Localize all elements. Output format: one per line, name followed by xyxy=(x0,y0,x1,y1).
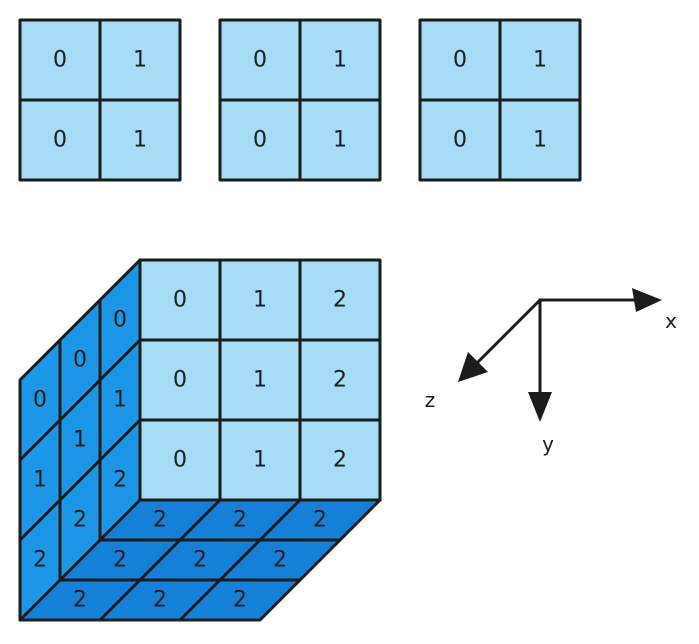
small-grid-1: 0 1 0 1 xyxy=(18,18,182,182)
z-axis-label: z xyxy=(425,388,436,412)
grid-cell: 1 xyxy=(133,48,147,73)
cube-bottom-cell: 2 xyxy=(233,588,247,613)
cube-front-cell: 2 xyxy=(333,288,347,313)
cube-front-cell: 0 xyxy=(173,288,187,313)
cube-left-cell: 1 xyxy=(73,428,87,453)
cube-front-cell: 1 xyxy=(253,368,267,393)
grid-cell: 1 xyxy=(133,128,147,153)
cube-front-cell: 1 xyxy=(253,448,267,473)
grid-cell: 1 xyxy=(533,48,547,73)
z-axis-arrowhead xyxy=(458,352,488,382)
grid-cell: 0 xyxy=(53,48,67,73)
cube-front-face xyxy=(140,260,380,500)
cube-bottom-cell: 2 xyxy=(273,548,287,573)
cube-bottom-cell: 2 xyxy=(153,588,167,613)
grid-cell: 0 xyxy=(253,128,267,153)
cube-front-cell: 2 xyxy=(333,448,347,473)
cube-left-cell: 2 xyxy=(33,548,47,573)
axes: x y z xyxy=(425,288,677,456)
x-axis-label: x xyxy=(665,309,677,333)
cube-bottom-cell: 2 xyxy=(73,588,87,613)
cube-front-cell: 0 xyxy=(173,368,187,393)
y-axis-arrowhead xyxy=(528,392,552,422)
x-axis-arrowhead xyxy=(632,288,662,312)
cube-left-cell: 2 xyxy=(113,468,127,493)
cube-bottom-cell: 2 xyxy=(113,548,127,573)
cube-front-cell: 2 xyxy=(333,368,347,393)
z-axis-line xyxy=(472,298,542,368)
cube-left-cell: 1 xyxy=(33,468,47,493)
cube-front-cell: 0 xyxy=(173,448,187,473)
cube-bottom-cell: 2 xyxy=(233,508,247,533)
cube-bottom-cell: 2 xyxy=(313,508,327,533)
cube-left-cell: 0 xyxy=(113,308,127,333)
grid-cell: 0 xyxy=(453,48,467,73)
small-grid-2: 0 1 0 1 xyxy=(218,18,382,182)
cube-front-cell: 1 xyxy=(253,288,267,313)
cube: 0 1 2 0 1 2 0 1 2 0 0 0 1 1 1 2 2 2 2 2 … xyxy=(18,258,382,622)
grid-cell: 1 xyxy=(333,48,347,73)
cube-bottom-cell: 2 xyxy=(193,548,207,573)
cube-left-cell: 0 xyxy=(73,348,87,373)
cube-left-cell: 2 xyxy=(73,508,87,533)
grid-cell: 1 xyxy=(333,128,347,153)
small-grid-3: 0 1 0 1 xyxy=(418,18,582,182)
y-axis-label: y xyxy=(542,432,554,456)
grid-cell: 1 xyxy=(533,128,547,153)
grid-cell: 0 xyxy=(453,128,467,153)
cube-left-cell: 1 xyxy=(113,388,127,413)
cube-left-cell: 0 xyxy=(33,388,47,413)
grid-cell: 0 xyxy=(253,48,267,73)
cube-bottom-cell: 2 xyxy=(153,508,167,533)
grid-cell: 0 xyxy=(53,128,67,153)
